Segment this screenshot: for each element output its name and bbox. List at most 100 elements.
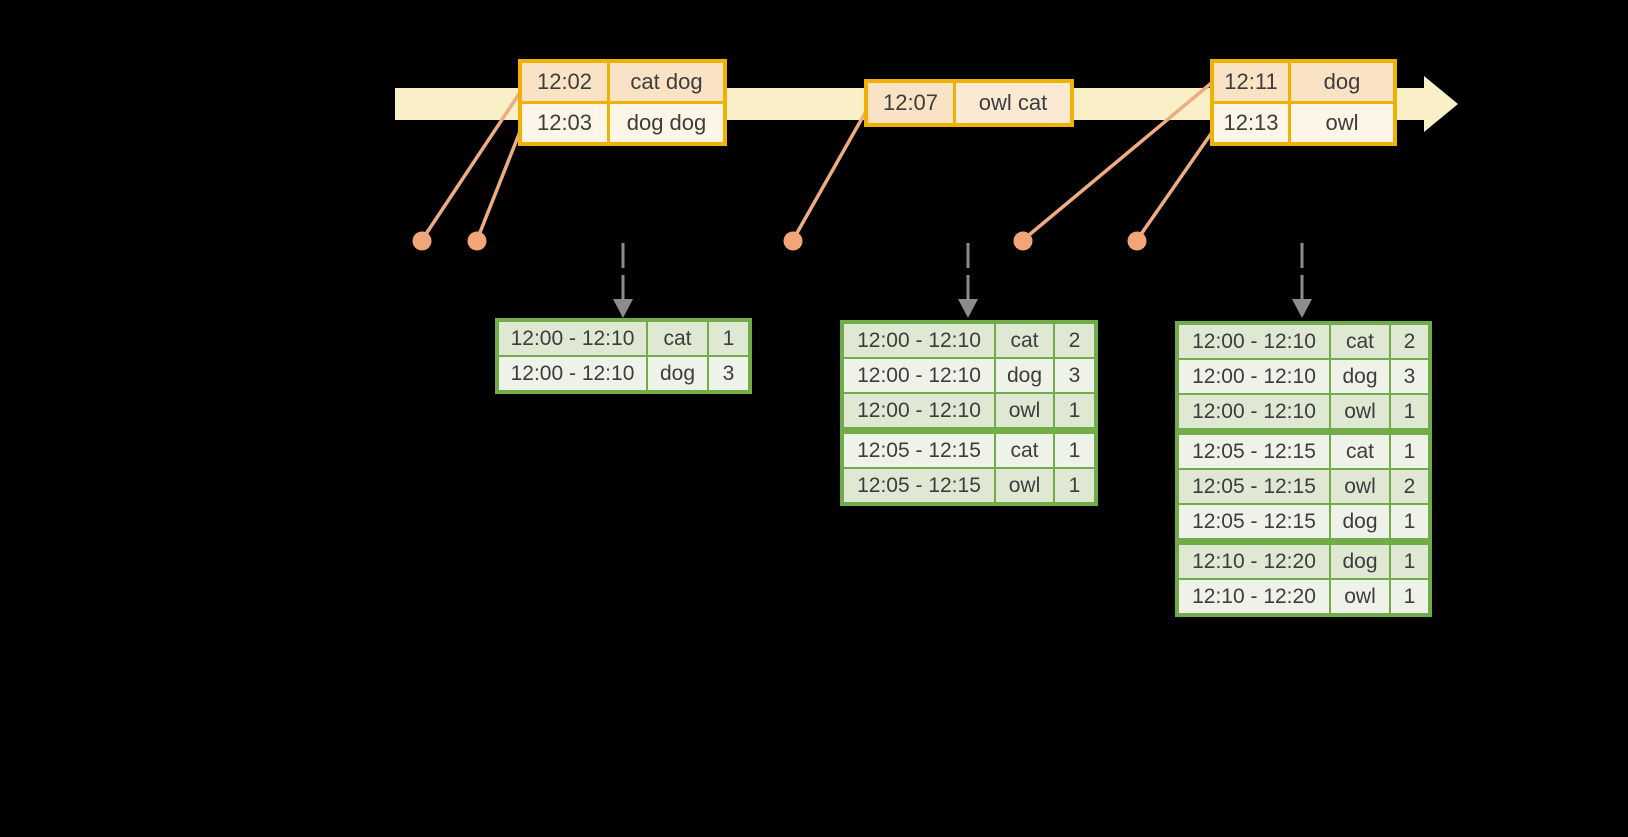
event-row: 12:11 dog	[1214, 63, 1393, 101]
window-cell: 12:05 - 12:15	[1179, 435, 1329, 468]
word-cell: owl	[1331, 395, 1389, 428]
table-row: 12:00 - 12:10 dog 3	[1179, 360, 1428, 393]
event-dot	[467, 231, 487, 251]
event-words: dog dog	[610, 104, 723, 142]
count-cell: 1	[1391, 580, 1428, 613]
count-cell: 1	[1055, 394, 1094, 427]
table-row: 12:05 - 12:15 cat 1	[844, 434, 1094, 467]
event-dot	[1127, 231, 1147, 251]
result-table-2: 12:00 - 12:10 cat 2 12:00 - 12:10 dog 3 …	[840, 320, 1098, 506]
trigger-arrow	[958, 243, 978, 318]
window-cell: 12:00 - 12:10	[499, 322, 646, 355]
trigger-arrow	[1292, 243, 1312, 318]
event-dot	[412, 231, 432, 251]
word-cell: dog	[1331, 505, 1389, 538]
table-row: 12:00 - 12:10 dog 3	[499, 357, 748, 390]
event-dot	[1013, 231, 1033, 251]
arrow-head-icon	[958, 299, 978, 318]
event-connector-line	[420, 87, 525, 241]
word-cell: cat	[996, 324, 1053, 357]
event-time: 12:07	[868, 83, 953, 123]
result-table-3: 12:00 - 12:10 cat 2 12:00 - 12:10 dog 3 …	[1175, 321, 1432, 617]
event-connector-line	[791, 105, 871, 241]
event-row: 12:07 owl cat	[868, 83, 1070, 123]
arrow-head-icon	[613, 299, 633, 318]
count-cell: 3	[1055, 359, 1094, 392]
event-connector-line	[1021, 78, 1217, 242]
count-cell: 2	[1055, 324, 1094, 357]
word-cell: owl	[1331, 470, 1389, 503]
table-row: 12:05 - 12:15 dog 1	[1179, 505, 1428, 538]
event-connector-line	[475, 123, 525, 241]
window-cell: 12:05 - 12:15	[1179, 505, 1329, 538]
word-cell: owl	[996, 469, 1053, 502]
count-cell: 3	[709, 357, 748, 390]
event-box-1: 12:02 cat dog 12:03 dog dog	[518, 59, 727, 146]
word-cell: dog	[996, 359, 1053, 392]
event-box-3: 12:11 dog 12:13 owl	[1210, 59, 1397, 146]
event-connectors	[420, 78, 1217, 242]
count-cell: 1	[1055, 434, 1094, 467]
event-words: cat dog	[610, 63, 723, 101]
word-cell: dog	[648, 357, 707, 390]
trigger-arrows	[613, 243, 1312, 318]
table-row: 12:00 - 12:10 dog 3	[844, 359, 1094, 392]
word-cell: cat	[1331, 325, 1389, 358]
event-connector-line	[1135, 126, 1217, 242]
count-cell: 1	[1391, 545, 1428, 578]
window-cell: 12:00 - 12:10	[844, 324, 994, 357]
word-cell: cat	[648, 322, 707, 355]
count-cell: 2	[1391, 470, 1428, 503]
event-dots	[412, 231, 1147, 251]
timeline-arrowhead-icon	[1424, 76, 1458, 132]
table-row: 12:00 - 12:10 cat 1	[499, 322, 748, 355]
table-row: 12:05 - 12:15 owl 2	[1179, 470, 1428, 503]
event-words: dog	[1291, 63, 1393, 101]
window-cell: 12:00 - 12:10	[499, 357, 646, 390]
word-cell: dog	[1331, 360, 1389, 393]
event-row: 12:03 dog dog	[522, 104, 723, 142]
window-cell: 12:10 - 12:20	[1179, 580, 1329, 613]
window-cell: 12:00 - 12:10	[844, 394, 994, 427]
table-row: 12:00 - 12:10 cat 2	[1179, 325, 1428, 358]
count-cell: 3	[1391, 360, 1428, 393]
event-words: owl cat	[956, 83, 1070, 123]
count-cell: 1	[709, 322, 748, 355]
event-row: 12:13 owl	[1214, 104, 1393, 142]
count-cell: 1	[1391, 505, 1428, 538]
window-cell: 12:00 - 12:10	[1179, 360, 1329, 393]
arrow-head-icon	[1292, 299, 1312, 318]
event-time: 12:11	[1214, 63, 1288, 101]
window-cell: 12:10 - 12:20	[1179, 545, 1329, 578]
event-dot	[783, 231, 803, 251]
event-time: 12:03	[522, 104, 607, 142]
event-box-2: 12:07 owl cat	[864, 79, 1074, 127]
event-words: owl	[1291, 104, 1393, 142]
window-cell: 12:05 - 12:15	[844, 469, 994, 502]
window-cell: 12:00 - 12:10	[1179, 325, 1329, 358]
table-row: 12:00 - 12:10 cat 2	[844, 324, 1094, 357]
word-cell: owl	[996, 394, 1053, 427]
window-cell: 12:00 - 12:10	[844, 359, 994, 392]
table-row: 12:05 - 12:15 cat 1	[1179, 435, 1428, 468]
event-time: 12:02	[522, 63, 607, 101]
word-cell: dog	[1331, 545, 1389, 578]
count-cell: 1	[1391, 395, 1428, 428]
table-row: 12:00 - 12:10 owl 1	[1179, 395, 1428, 428]
event-time: 12:13	[1214, 104, 1288, 142]
word-cell: owl	[1331, 580, 1389, 613]
window-cell: 12:05 - 12:15	[844, 434, 994, 467]
count-cell: 1	[1391, 435, 1428, 468]
word-cell: cat	[996, 434, 1053, 467]
result-table-1: 12:00 - 12:10 cat 1 12:00 - 12:10 dog 3	[495, 318, 752, 394]
table-row: 12:05 - 12:15 owl 1	[844, 469, 1094, 502]
window-cell: 12:00 - 12:10	[1179, 395, 1329, 428]
count-cell: 2	[1391, 325, 1428, 358]
window-cell: 12:05 - 12:15	[1179, 470, 1329, 503]
event-row: 12:02 cat dog	[522, 63, 723, 101]
word-cell: cat	[1331, 435, 1389, 468]
table-row: 12:10 - 12:20 dog 1	[1179, 545, 1428, 578]
table-row: 12:00 - 12:10 owl 1	[844, 394, 1094, 427]
trigger-arrow	[613, 243, 633, 318]
